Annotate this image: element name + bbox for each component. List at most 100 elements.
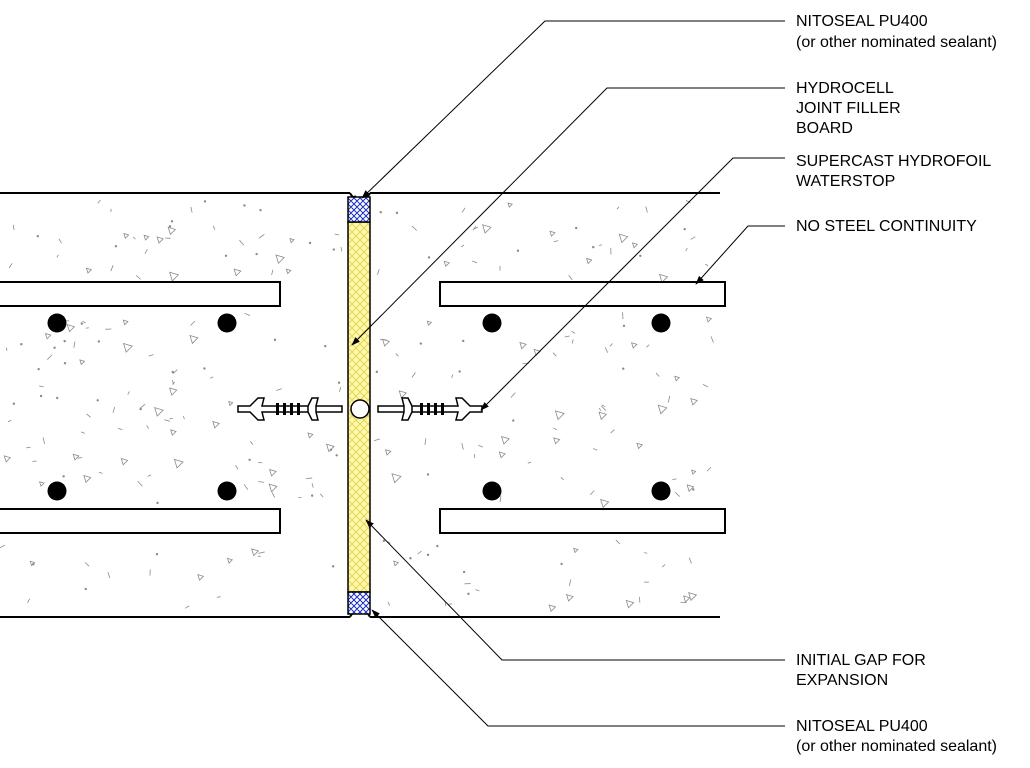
aggregate-speck [417,550,422,555]
aggregate-speck [307,432,314,439]
rebar-dot [651,313,671,333]
rebar-dot [482,481,502,501]
aggregate-speck [171,370,174,374]
aggregate-speck [169,387,178,396]
aggregate-speck [212,225,216,230]
aggregate-speck [553,437,561,445]
aggregate-speck [625,599,635,609]
aggregate-speck [705,263,709,267]
aggregate-speck [257,481,265,483]
aggregate-speck [564,335,570,338]
aggregate-speck [148,354,154,357]
aggregate-speck [377,269,380,275]
callout-sealant-top-line1: NITOSEAL PU400 [796,13,928,30]
aggregate-speck [600,498,610,509]
aggregate-speck [553,240,559,243]
aggregate-speck [268,483,278,493]
aggregate-speck [26,446,31,449]
aggregate-speck [276,388,282,391]
aggregate-speck [249,440,254,445]
aggregate-speck [426,553,430,557]
aggregate-speck [382,338,391,347]
aggregate-speck [0,544,6,549]
aggregate-speck [631,342,638,349]
aggregate-speck [164,419,171,422]
aggregate-speck [334,233,340,236]
aggregate-speck [685,200,691,204]
waterstop [237,397,483,421]
aggregate-speck [411,372,416,378]
aggregate-speck [98,471,103,474]
aggregate-speck [310,494,314,497]
aggregate-speck [443,260,450,267]
aggregate-speck [143,234,150,241]
aggregate-speck [569,579,572,587]
leader-initial-gap [365,519,785,661]
aggregate-speck [36,234,40,238]
aggregate-speck [674,492,680,497]
aggregate-speck [53,346,56,349]
aggregate-speck [84,562,90,567]
callout-filler-board-line1: HYDROCELL [796,80,894,97]
aggregate-speck [335,454,338,457]
right-concrete-slab [363,192,720,618]
aggregate-speck [661,564,666,568]
aggregate-speck [56,254,59,258]
aggregate-speck [622,324,626,328]
callout-waterstop: SUPERCAST HYDROFOIL WATERSTOP [796,153,991,190]
aggregate-speck [112,406,116,414]
aggregate-speck [114,245,118,248]
aggregate-speck [702,384,709,388]
aggregate-speck [615,539,621,545]
aggregate-speck [375,370,379,374]
callout-sealant-top: NITOSEAL PU400 (or other nominated seala… [796,13,997,51]
aggregate-speck [419,342,423,345]
aggregate-speck [571,339,574,344]
aggregate-speck [616,206,620,210]
aggregate-speck [156,236,164,244]
aggregate-speck [461,207,466,213]
aggregate-speck [212,420,220,429]
callout-sealant-top-line2: (or other nominated sealant) [796,34,997,51]
aggregate-speck [519,341,527,350]
aggregate-speck [598,244,603,247]
aggregate-speck [692,488,695,491]
aggregate-speck [73,341,76,348]
aggregate-speck [117,427,123,431]
callout-waterstop-line2: WATERSTOP [796,173,895,190]
aggregate-speck [156,501,159,505]
aggregate-speck [499,495,502,503]
aggregate-speck [190,206,193,213]
aggregate-speck [122,319,129,326]
rebar-cross-sections [47,313,671,501]
leader-filler-board [351,87,785,346]
rebar-dot [47,481,67,501]
aggregate-speck [110,265,114,272]
aggregate-speck [586,257,593,265]
aggregate-speck [690,236,696,240]
aggregate-speck [340,246,343,252]
aggregate-speck [203,367,206,370]
aggregate-speck [173,458,184,469]
aggregate-speck [691,469,697,475]
aggregate-speck [84,587,87,591]
aggregate-speck [197,573,205,581]
concrete-aggregate-right [373,200,714,613]
leader-sealant-top [361,20,785,199]
aggregate-speck [155,553,159,556]
sealant-bottom [347,591,371,615]
aggregate-speck [79,359,86,366]
aggregate-speck [324,344,327,348]
aggregate-speck [645,206,648,213]
aggregate-speck [168,225,172,228]
callout-sealant-bottom-line1: NITOSEAL PU400 [796,718,928,735]
aggregate-speck [516,249,520,252]
aggregate-speck [3,455,12,463]
aggregate-speck [233,268,242,277]
aggregate-speck [154,407,164,417]
aggregate-speck [319,493,324,498]
rebar-right-bottom [439,508,726,534]
aggregate-speck [674,375,681,382]
aggregate-speck [32,563,35,566]
aggregate-speck [467,592,470,596]
